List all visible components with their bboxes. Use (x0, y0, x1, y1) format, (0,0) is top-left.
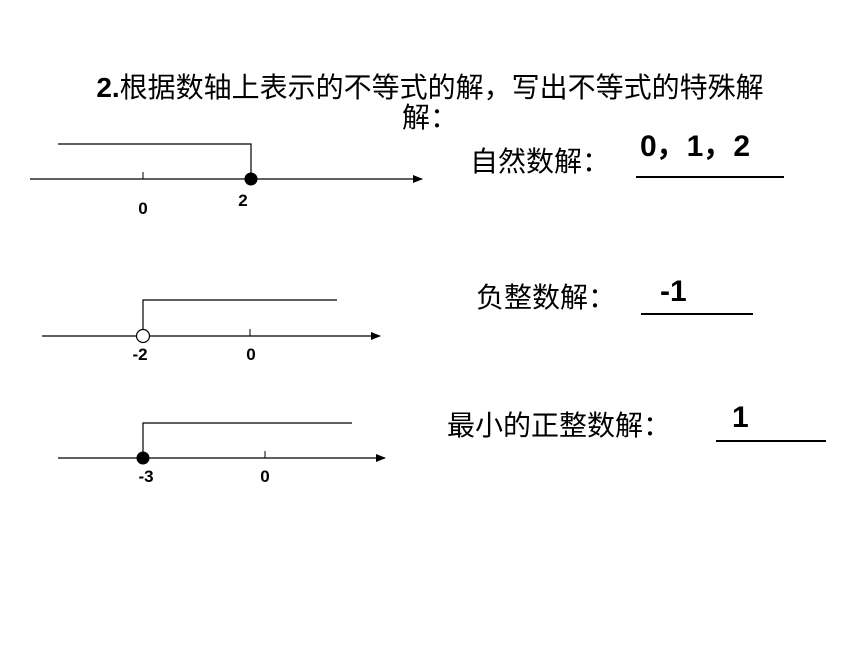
tick-label: -2 (132, 345, 147, 364)
filled-point (136, 451, 150, 465)
solution-bracket-left (58, 143, 252, 179)
question-smallest-positive-integer: 最小的正整数解： (447, 409, 672, 442)
problem-text-line2: 解： (401, 101, 458, 134)
answer-blank-2 (641, 313, 753, 315)
problem-title: 2.根据数轴上表示的不等式的解，写出不等式的特殊解 解： (0, 68, 860, 138)
problem-text-line1: 根据数轴上表示的不等式的解，写出不等式的特殊解 (119, 71, 764, 104)
solution-bracket-right (142, 422, 352, 458)
tick-label: 2 (238, 191, 247, 210)
filled-point (244, 172, 258, 186)
answer-smallest-positive-integer: 1 (732, 401, 749, 434)
tick-label: -3 (138, 467, 153, 486)
answer-negative-integer: -1 (660, 275, 687, 308)
number-line-1: 0 2 (30, 143, 423, 218)
number-line-2: -2 0 (42, 299, 381, 364)
tick-label: 0 (260, 467, 269, 486)
tick-label: 0 (138, 199, 147, 218)
answer-natural-number: 0，1，2 (640, 130, 751, 163)
open-point (135, 328, 151, 344)
solution-bracket-right (142, 299, 337, 336)
question-natural-number: 自然数解： (470, 145, 611, 178)
question-negative-integer: 负整数解： (476, 281, 617, 314)
problem-number: 2. (96, 72, 120, 103)
tick-label: 0 (246, 345, 255, 364)
number-line-3: -3 0 (58, 422, 386, 486)
answer-blank-3 (716, 440, 826, 442)
answer-blank-1 (636, 176, 784, 178)
